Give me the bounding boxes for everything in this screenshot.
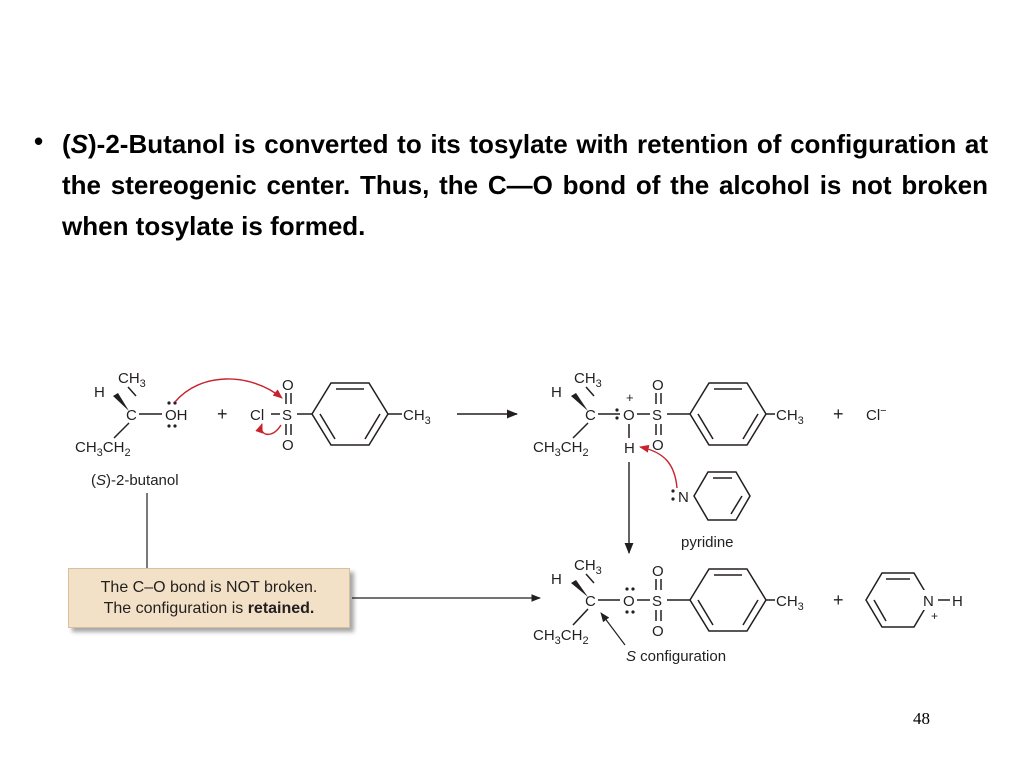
ethyl-label: CH3CH2 [75, 439, 131, 459]
tosyl-methyl-label-3: CH3 [776, 593, 804, 613]
curved-arrow-o-to-s [174, 378, 283, 403]
butanol-molecule: CH3 H C OH CH3CH2 [75, 370, 188, 459]
pyridinium-charge: + [931, 609, 938, 623]
oxygen-bottom-label: O [282, 437, 294, 454]
oxygen-top-label: O [282, 377, 294, 394]
tosyl-methyl-label-2: CH3 [776, 407, 804, 427]
curved-arrow-n-to-h [639, 444, 678, 489]
chloride-ion: Cl− [866, 405, 887, 424]
curved-arrow-s-to-cl [255, 423, 282, 435]
bullet-text-rest: )-2-Butanol is converted to its tosylate… [62, 129, 988, 241]
oh-hydrogen-label: H [624, 440, 635, 457]
ethyl-label-2: CH3CH2 [533, 439, 589, 459]
tosyl-chloride: Cl S O O CH3 [250, 377, 431, 454]
oxonium-charge: + [626, 390, 634, 405]
bullet-point: • (S)-2-Butanol is converted to its tosy… [34, 124, 988, 247]
oxygen-top-label-3: O [652, 563, 664, 580]
hydrogen-label-3: H [551, 571, 562, 588]
oxygen-bottom-label-3: O [652, 623, 664, 640]
plus-sign-1: + [217, 404, 228, 424]
oxonium-label: O [623, 407, 635, 424]
chlorine-label: Cl [250, 407, 264, 424]
sulfur-label: S [282, 407, 292, 424]
hydrogen-label-2: H [551, 384, 562, 401]
hydroxyl-label: OH [165, 407, 188, 424]
sulfur-label-2: S [652, 407, 662, 424]
plus-sign-3: + [833, 590, 844, 610]
methyl-label-3: CH3 [574, 557, 602, 577]
carbon-label-3: C [585, 593, 596, 610]
tosyl-methyl-label: CH3 [403, 407, 431, 427]
pyridinium-nitrogen: N [923, 593, 934, 610]
open-paren: ( [62, 129, 71, 159]
oxygen-top-label-2: O [652, 377, 664, 394]
methyl-label: CH3 [118, 370, 146, 390]
methyl-label-2: CH3 [574, 370, 602, 390]
ethyl-label-3: CH3CH2 [533, 627, 589, 647]
callout-line-1: The C–O bond is NOT broken. [100, 579, 318, 596]
bullet-text: (S)-2-Butanol is converted to its tosyla… [62, 124, 988, 247]
pyridine-nitrogen: N [678, 489, 689, 506]
callout-line-2-bold: retained. [247, 600, 315, 617]
configuration-pointer [600, 612, 626, 646]
stereo-descriptor: S [70, 129, 89, 159]
configuration-label: S configuration [626, 648, 726, 665]
carbon-label: C [126, 407, 137, 424]
pyridinium-hydrogen: H [952, 593, 963, 610]
plus-sign-2: + [833, 404, 844, 424]
tosylate-product: CH3 H C O CH3CH2 S O O CH3 [533, 557, 804, 647]
hydrogen-label: H [94, 384, 105, 401]
pyridine-base: N [671, 471, 751, 521]
oxygen-bottom-label-2: O [652, 437, 664, 454]
ester-oxygen-label: O [623, 593, 635, 610]
sulfur-label-3: S [652, 593, 662, 610]
page-number: 48 [913, 709, 930, 728]
callout-line-2: The configuration is retained. [69, 598, 349, 619]
pyridine-label: pyridine [681, 534, 734, 551]
carbon-label-2: C [585, 407, 596, 424]
butanol-label: (S)-2-butanol [91, 472, 179, 489]
retention-callout: The C–O bond is NOT broken. The configur… [68, 568, 350, 628]
intermediate-molecule: CH3 H C O + H CH3CH2 S O O CH3 [533, 370, 804, 459]
pyridinium-ion: N + H [865, 572, 963, 628]
callout-line-2-prefix: The configuration is [103, 600, 248, 617]
bullet-symbol: • [34, 126, 44, 156]
